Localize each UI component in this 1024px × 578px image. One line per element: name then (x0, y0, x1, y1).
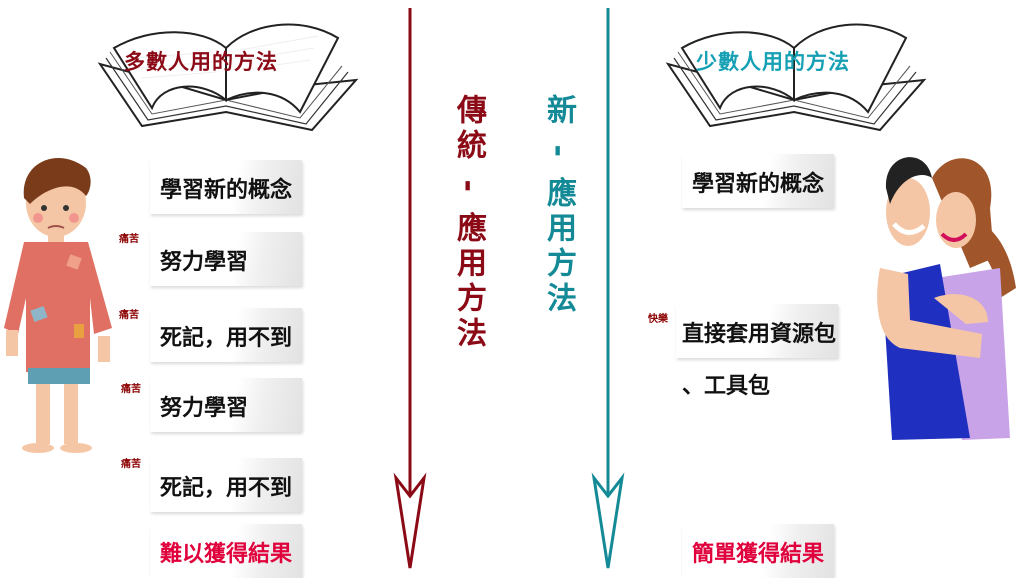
pain-tag: 痛苦 (121, 459, 141, 470)
happy-couple-illustration (877, 157, 1016, 440)
open-book-icon (665, 23, 927, 132)
left-step-card: 死記，用不到 (150, 308, 302, 362)
left-result-text: 難以獲得結果 (160, 542, 293, 567)
left-book-title: 多數人用的方法 (124, 50, 278, 74)
sad-boy-illustration (4, 157, 112, 453)
pain-tag: 痛苦 (121, 384, 141, 395)
joy-tag: 快樂 (648, 314, 668, 325)
step-text-continuation: 、工具包 (682, 374, 771, 399)
right-step-card: 學習新的概念 (682, 154, 834, 208)
step-text: 死記，用不到 (160, 476, 293, 501)
left-step-card: 努力學習 (150, 232, 302, 286)
pain-tag: 痛苦 (119, 310, 139, 321)
right-result-text: 簡單獲得結果 (692, 542, 825, 567)
step-text: 努力學習 (160, 396, 249, 421)
pain-tag: 痛苦 (119, 234, 139, 245)
step-text: 直接套用資源包 (682, 322, 837, 347)
step-text: 學習新的概念 (692, 172, 825, 197)
step-text: 死記，用不到 (160, 326, 293, 351)
left-step-card: 學習新的概念 (150, 160, 302, 214)
modern-method-label: 新 - 應用方法 (541, 94, 576, 318)
left-step-card: 努力學習 (150, 378, 302, 432)
left-result-card: 難以獲得結果 (150, 524, 302, 578)
down-arrow-icon (591, 8, 625, 569)
down-arrow-icon (393, 8, 427, 569)
right-book-title: 少數人用的方法 (696, 50, 850, 74)
step-text: 努力學習 (160, 250, 249, 275)
right-step-card: 直接套用資源包 (676, 304, 838, 358)
open-book-icon (97, 23, 359, 132)
left-step-card: 死記，用不到 (150, 458, 302, 512)
right-result-card: 簡單獲得結果 (682, 524, 834, 578)
traditional-method-label: 傳統 - 應用方法 (451, 94, 486, 353)
step-text: 學習新的概念 (160, 178, 293, 203)
